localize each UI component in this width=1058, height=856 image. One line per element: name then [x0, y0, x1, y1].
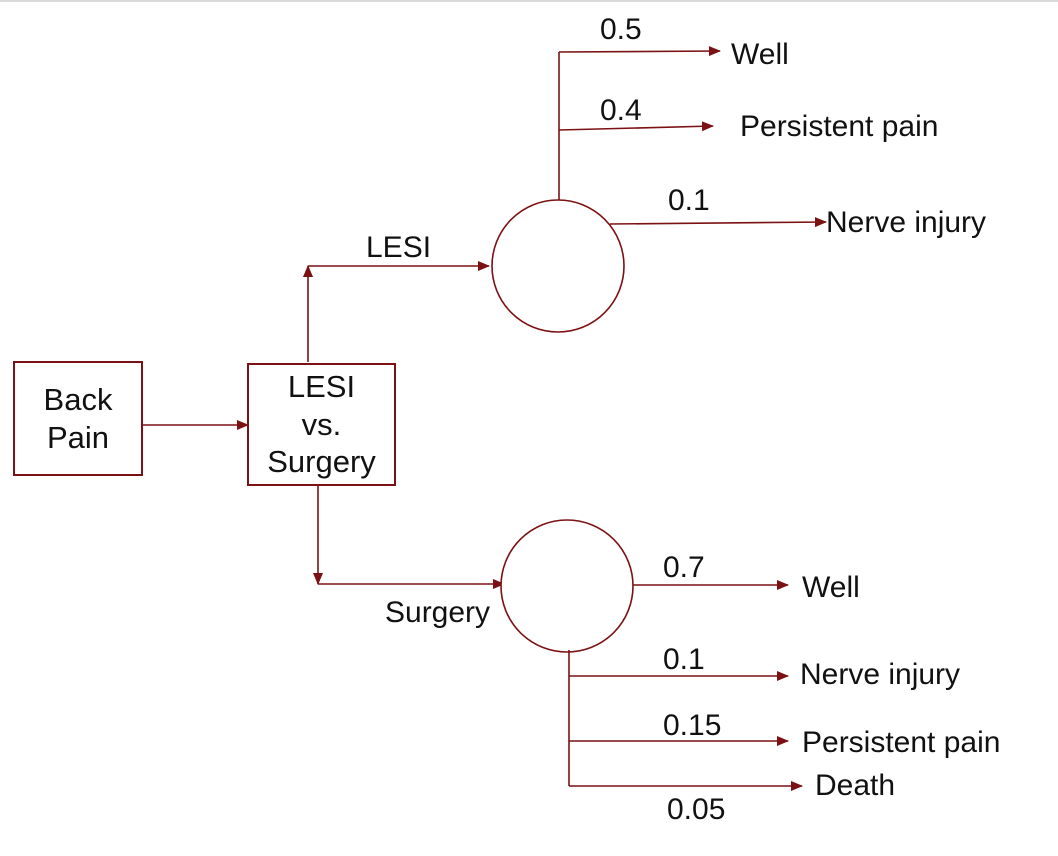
start-node-back-pain: Back Pain — [13, 361, 143, 476]
lesi-prob-nerve: 0.1 — [668, 184, 710, 217]
decision-node-label: LESI vs. Surgery — [267, 368, 376, 480]
lesi-prob-persistent: 0.4 — [600, 94, 642, 127]
edge-lesi-well — [558, 46, 721, 57]
lesi-outcome-well: Well — [731, 38, 789, 71]
start-node-label: Back Pain — [43, 381, 113, 455]
lesi-prob-well: 0.5 — [600, 13, 642, 46]
decision-node: LESI vs. Surgery — [247, 363, 396, 486]
lesi-outcome-persistent: Persistent pain — [740, 110, 939, 143]
surgery-outcome-nerve: Nerve injury — [800, 658, 961, 691]
chance-node-surgery — [500, 519, 634, 653]
surgery-prob-nerve: 0.1 — [663, 643, 705, 676]
surgery-prob-well: 0.7 — [663, 551, 705, 584]
lesi-outcome-nerve: Nerve injury — [826, 206, 987, 239]
surgery-outcome-death: Death — [815, 769, 896, 802]
edge-lesi-nerve — [609, 217, 827, 228]
surgery-outcome-persistent: Persistent pain — [802, 726, 1001, 759]
surgery-outcome-well: Well — [802, 571, 860, 604]
branch-label-lesi: LESI — [366, 231, 432, 264]
branch-label-surgery: Surgery — [385, 596, 491, 629]
surgery-prob-persistent: 0.15 — [663, 709, 722, 742]
chance-node-lesi — [491, 199, 625, 333]
surgery-prob-death: 0.05 — [667, 793, 726, 826]
edge-lesi-persistent — [558, 121, 714, 132]
top-divider — [0, 0, 1058, 2]
